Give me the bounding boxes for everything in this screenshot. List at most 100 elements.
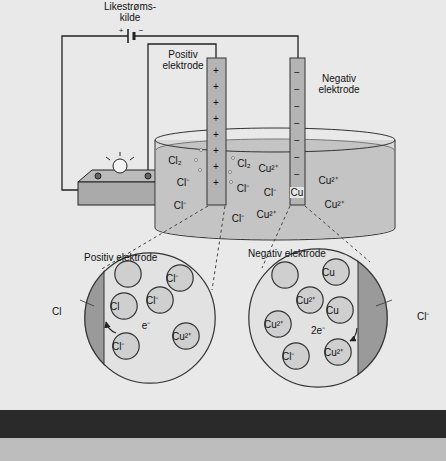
ion-circle: Cl⁻ (112, 332, 140, 360)
circle-outline (271, 261, 299, 289)
ion-symbol: Cu (322, 258, 335, 286)
lamp-part (78, 182, 160, 205)
charge-sign: − (294, 118, 300, 129)
ion-circle: Cu²⁺ (172, 322, 200, 350)
battery-symbol-part (127, 29, 129, 43)
beaker-part (156, 150, 394, 239)
ion-symbol: e⁻ (142, 320, 151, 331)
charge-sign: − (294, 84, 300, 95)
charge-sign: − (294, 67, 300, 78)
beaker (155, 128, 395, 240)
lamp-part (95, 173, 101, 179)
ion-symbol: Cl⁻ (282, 342, 294, 370)
gas-bubbles-part (199, 169, 202, 172)
ion-circle: Cl⁻ (146, 286, 174, 314)
battery-symbol (128, 29, 134, 43)
electron-arrows-part (350, 328, 357, 341)
circle-outline (167, 265, 193, 291)
circle-outline (85, 253, 215, 383)
circle-outline (147, 287, 173, 313)
electrode-label: Positiv elektrode (84, 252, 216, 263)
beaker-part (155, 128, 395, 152)
ion-circle: Cu²⁺ (264, 310, 292, 338)
paper-part (0, 0, 446, 410)
ion-symbol: Cu (290, 187, 305, 198)
lamp-part (120, 152, 121, 156)
ion-circle: Cl⁻ (271, 261, 299, 289)
gas-bubbles-part (232, 157, 235, 160)
ion-circle: Cl⁻ (166, 264, 194, 292)
source-label: Likestrøms- kilde (102, 1, 158, 23)
ion-symbol: Cu²⁺ (172, 322, 191, 350)
circle-outline (249, 249, 387, 387)
ion-symbol: Cl₂ (237, 158, 250, 169)
charge-sign: − (294, 152, 300, 163)
ion-symbol: Cl⁻ (112, 332, 124, 360)
ion-symbol: Cu²⁺ (324, 199, 343, 210)
paper-part (0, 438, 446, 461)
charge-sign: + (213, 97, 219, 108)
ion-circle: Cl (110, 292, 138, 320)
lamp-part (130, 157, 134, 160)
ion-symbol: Cu²⁺ (318, 175, 337, 186)
ion-circle: Cl⁻ (282, 342, 310, 370)
zoom-right-fill (248, 246, 392, 391)
ion-symbol: Cl⁻ (146, 286, 158, 314)
ion-circle: Cu²⁺ (296, 286, 324, 314)
ion-symbol: Cl⁻ (166, 264, 178, 292)
circle-outline (111, 293, 137, 319)
charge-sign: + (213, 81, 219, 92)
ion-symbol: 2e⁻ (311, 325, 325, 336)
circle-outline (114, 260, 142, 288)
circle-outline (115, 261, 141, 287)
ion-symbol: Cl⁻ (174, 200, 186, 211)
leader-lines-part (376, 300, 392, 306)
ion-symbol: Cl (110, 292, 119, 320)
gas-bubbles-part (229, 171, 232, 174)
zoom-circle: Cl⁻CuCu²⁺Cu²⁺CuCl⁻Cu²⁺Negativ elektrode (248, 248, 388, 388)
circle-outline (173, 323, 199, 349)
ion-symbol: Cl (52, 297, 61, 325)
ion-symbol: Cl⁻ (237, 183, 249, 194)
ion-symbol: Cu²⁺ (324, 338, 343, 366)
gas-bubbles-part (200, 149, 203, 152)
battery-symbol-part (133, 32, 136, 40)
beaker-part (155, 140, 395, 240)
zoom-left-fill-part (80, 250, 104, 390)
electrode-label: Negativ elektrode (248, 248, 388, 259)
charge-sign: + (213, 145, 219, 156)
charge-sign: + (213, 161, 219, 172)
ion-symbol: Cu (326, 296, 339, 324)
ion-symbol: Cl⁻ (417, 302, 429, 330)
ion-symbol: Cu²⁺ (256, 209, 275, 220)
charge-sign: − (294, 101, 300, 112)
circle-outline (113, 333, 139, 359)
electrodes (207, 58, 305, 205)
circle-outline (327, 297, 353, 323)
wires-part (62, 36, 128, 190)
gas-bubbles-part (195, 159, 198, 162)
paper-part (0, 410, 446, 438)
zoom-circle: ClCl⁻ClCl⁻Cl⁻Cu²⁺Positiv elektrode (84, 252, 216, 384)
electron-arrows-part (106, 322, 116, 333)
circle-outline (323, 259, 349, 285)
charge-sign: − (139, 25, 144, 36)
charge-sign: − (294, 135, 300, 146)
charge-sign: − (294, 169, 300, 180)
zoom-lines-part (212, 206, 225, 290)
circle-outline (272, 262, 298, 288)
ion-symbol: Cl⁻ (264, 187, 276, 198)
charge-sign: + (213, 177, 219, 188)
gas-bubbles-part (230, 181, 233, 184)
charge-sign: + (213, 65, 219, 76)
ion-circle: Cu (322, 258, 350, 286)
electrode-label: Positiv elektrode (160, 49, 206, 71)
ion-circle: Cl (114, 260, 142, 288)
ion-symbol: Cl₂ (168, 155, 181, 166)
ion-circle: Cu (326, 296, 354, 324)
charge-sign: + (213, 113, 219, 124)
circle-outline (283, 343, 309, 369)
zoom-left-fill (80, 250, 216, 390)
electrodes-part (207, 58, 226, 205)
